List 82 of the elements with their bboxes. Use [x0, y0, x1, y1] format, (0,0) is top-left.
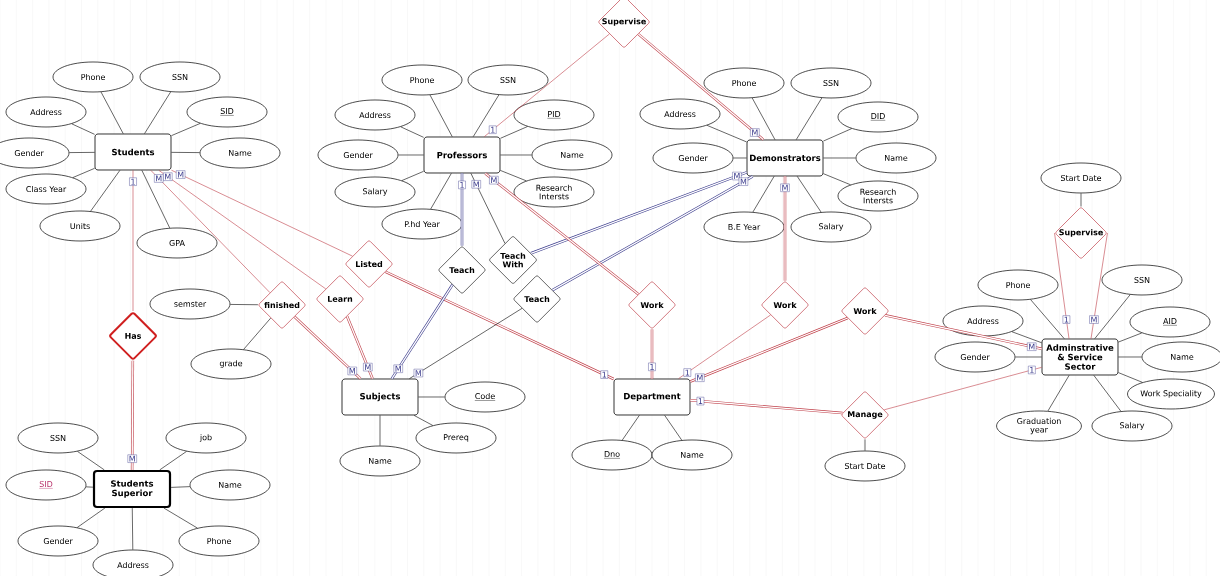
- connector-line: [1094, 294, 1131, 339]
- connector-line: [689, 399, 844, 415]
- connector-line: [1011, 331, 1042, 344]
- connector-line: [664, 415, 683, 441]
- connector-line: [706, 125, 747, 143]
- entity-box: Professors: [423, 136, 501, 174]
- connector-line: [418, 396, 445, 398]
- connector-line: [90, 170, 121, 212]
- connector-line: [158, 170, 327, 290]
- connector-line: [484, 33, 610, 137]
- connector-line: [131, 507, 134, 550]
- connector-line: [400, 126, 424, 138]
- connector-line: [379, 415, 381, 446]
- entity-box: Students: [94, 133, 172, 171]
- connector-line: [130, 360, 135, 471]
- connector-line: [150, 170, 271, 293]
- connector-line: [733, 157, 747, 159]
- connector-line: [884, 314, 1043, 351]
- connector-line: [530, 171, 748, 255]
- connector-line: [85, 486, 94, 488]
- connector-line: [1118, 356, 1142, 358]
- connector-line: [345, 315, 374, 380]
- connector-line: [1080, 193, 1082, 207]
- connector-line: [230, 304, 259, 306]
- connector-line: [141, 170, 170, 229]
- entity-box: Department: [613, 378, 691, 416]
- connector-line: [1054, 232, 1070, 339]
- connector-line: [472, 94, 500, 137]
- connector-line: [69, 152, 95, 153]
- connector-line: [159, 451, 187, 471]
- connector-line: [621, 415, 640, 441]
- entity-box: Demonstrators: [746, 139, 824, 177]
- connector-line: [293, 315, 362, 380]
- connector-line: [71, 123, 95, 135]
- connector-line: [864, 439, 866, 451]
- connector-line: [430, 173, 452, 210]
- connector-line: [823, 128, 852, 142]
- connector-line: [500, 170, 527, 182]
- connector-line: [72, 168, 95, 178]
- connector-line: [384, 270, 615, 381]
- connector-line: [678, 314, 771, 379]
- connector-line: [390, 284, 454, 380]
- entity-box: Subjects: [341, 378, 419, 416]
- connector-line: [470, 173, 506, 244]
- connector-line: [170, 486, 191, 488]
- connector-line: [637, 33, 765, 141]
- connector-line: [429, 94, 453, 137]
- connector-line: [500, 126, 528, 139]
- connector-line: [823, 173, 851, 186]
- connector-line: [171, 169, 353, 257]
- connector-line: [823, 157, 856, 159]
- connector-line: [100, 91, 124, 134]
- connector-line: [1090, 232, 1108, 339]
- connector-line: [1030, 299, 1065, 339]
- connector-line: [409, 308, 523, 379]
- connector-line: [401, 171, 424, 181]
- entity-box: Adminstrative & Service Sector: [1041, 338, 1119, 376]
- connector-line: [689, 316, 849, 383]
- connector-line: [751, 97, 776, 140]
- connector-line: [413, 415, 434, 426]
- connector-line: [1047, 375, 1070, 412]
- connector-line: [883, 367, 1042, 411]
- connector-line: [752, 176, 775, 213]
- connector-line: [76, 507, 106, 528]
- connector-line: [243, 317, 272, 350]
- connector-line: [1118, 332, 1143, 343]
- connector-line: [1118, 372, 1143, 383]
- connector-line: [398, 154, 424, 156]
- connector-line: [1093, 375, 1122, 412]
- connector-line: [171, 152, 200, 153]
- connector-line: [144, 91, 171, 134]
- connector-line: [77, 451, 105, 471]
- connector-line: [484, 172, 640, 296]
- entity-box: Students Superior: [92, 469, 172, 509]
- connector-line: [551, 175, 754, 292]
- connector-line: [132, 170, 134, 312]
- connector-line: [163, 507, 198, 529]
- connector-line: [1015, 356, 1042, 358]
- connector-line: [796, 97, 823, 140]
- connector-line: [796, 176, 822, 213]
- connector-line: [171, 123, 201, 136]
- connector-line: [500, 154, 532, 156]
